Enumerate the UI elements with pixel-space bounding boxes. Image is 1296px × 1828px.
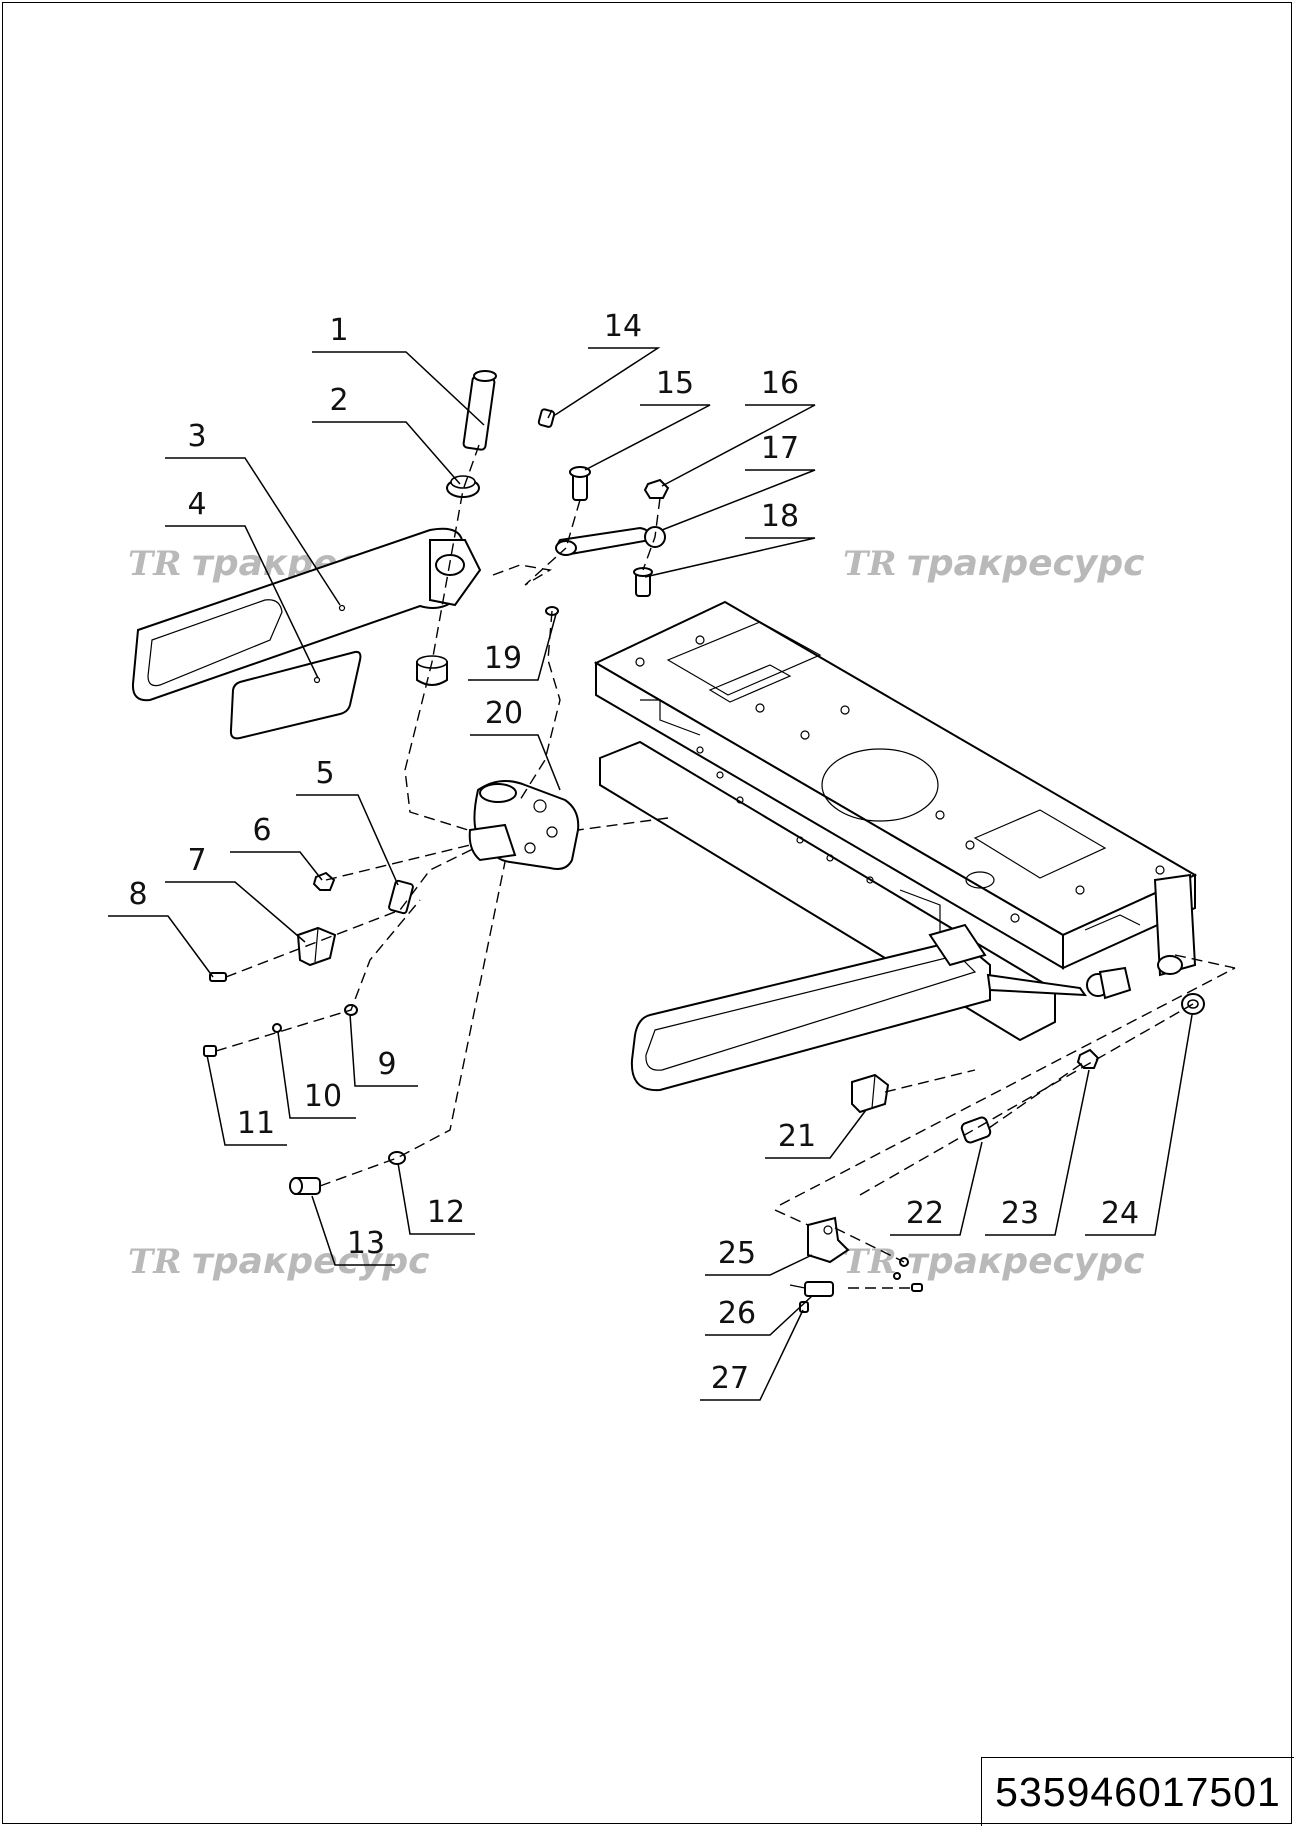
watermark-top-right: TR тракресурс (843, 543, 1144, 584)
watermark-bottom-right: TR тракресурс (843, 1241, 1144, 1282)
part-label-2: 2 (329, 383, 348, 418)
washer-part-10 (272, 1023, 282, 1033)
switch-part-26 (789, 1281, 834, 1297)
part-label-21: 21 (778, 1119, 816, 1154)
part-label-4: 4 (187, 487, 206, 522)
block-part-21 (851, 1073, 890, 1114)
part-label-10: 10 (304, 1079, 342, 1114)
bolt-part-13 (289, 1177, 321, 1195)
part-label-12: 12 (427, 1195, 465, 1230)
watermark-bottom-left: TR тракресурс (128, 1241, 429, 1282)
small-screws-right (893, 1257, 923, 1292)
part-label-6: 6 (252, 813, 271, 848)
watermark-logo: TR (843, 1242, 897, 1282)
watermark-text: тракресурс (907, 543, 1144, 584)
left-armrest-part-3 (131, 527, 482, 702)
bracket-part-25 (807, 1216, 850, 1264)
gas-strut-part-17 (555, 526, 666, 557)
block-part-7 (296, 926, 337, 967)
part-labels: 1 2 3 4 5 6 7 8 9 10 11 12 13 14 15 16 1… (128, 309, 1139, 1396)
part-label-23: 23 (1001, 1196, 1039, 1231)
assembly-lines (215, 409, 1236, 1289)
watermark-text: тракресурс (907, 1241, 1144, 1282)
part-label-22: 22 (906, 1196, 944, 1231)
part-label-8: 8 (128, 877, 147, 912)
washer-part-12 (388, 1151, 406, 1165)
watermark-logo: TR (843, 544, 897, 584)
bolt-part-15 (569, 466, 591, 501)
pin-part-1 (462, 370, 497, 451)
right-armrest (630, 923, 1183, 1092)
bushing-part-22 (960, 1116, 992, 1144)
part-label-19: 19 (484, 641, 522, 676)
part-label-7: 7 (187, 843, 206, 878)
part-label-5: 5 (315, 756, 334, 791)
part-label-3: 3 (187, 419, 206, 454)
part-label-9: 9 (377, 1047, 396, 1082)
part-label-13: 13 (347, 1226, 385, 1261)
watermark-text: тракресурс (192, 1241, 429, 1282)
part-label-18: 18 (761, 499, 799, 534)
nut-part-16 (643, 478, 670, 499)
part-label-26: 26 (718, 1296, 756, 1331)
bushing-part-2 (446, 475, 480, 498)
watermark-logo: TR (128, 1242, 182, 1282)
part-label-1: 1 (329, 313, 348, 348)
part-label-17: 17 (761, 431, 799, 466)
bushing-lower (416, 655, 448, 686)
part-label-11: 11 (237, 1106, 275, 1141)
nut-part-6 (312, 871, 336, 891)
clip-part-5 (388, 879, 414, 915)
bolt-part-14 (537, 408, 556, 428)
part-label-27: 27 (711, 1361, 749, 1396)
nut-part-23 (1076, 1048, 1100, 1069)
part-label-15: 15 (656, 366, 694, 401)
bracket-part-20 (468, 780, 580, 870)
screw-part-11 (203, 1045, 217, 1057)
part-label-25: 25 (718, 1236, 756, 1271)
watermark-logo: TR (128, 544, 182, 584)
part-label-20: 20 (485, 696, 523, 731)
document-number: 535946017501 (981, 1757, 1294, 1826)
screw-part-18 (633, 567, 653, 597)
part-label-24: 24 (1101, 1196, 1139, 1231)
part-label-16: 16 (761, 366, 799, 401)
part-label-14: 14 (604, 309, 642, 344)
leader-lines (108, 347, 1193, 1401)
